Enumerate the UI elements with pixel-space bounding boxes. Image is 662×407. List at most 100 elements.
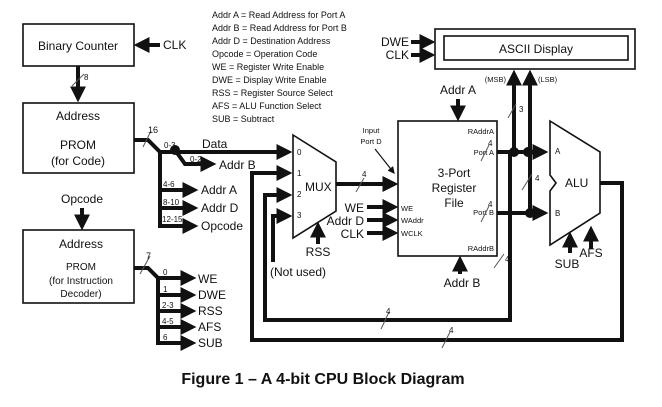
bus-width-slash bbox=[355, 177, 365, 193]
signal-dwe: DWE bbox=[198, 288, 226, 302]
field-name-opcode: Opcode bbox=[201, 219, 243, 233]
sub-label: SUB bbox=[555, 257, 580, 271]
decoder-opcode-label: Opcode bbox=[61, 192, 103, 206]
mux-label: MUX bbox=[305, 180, 332, 194]
port-b-label: Port B bbox=[473, 208, 494, 217]
display-clk-label: CLK bbox=[386, 48, 409, 62]
field-bits: 1 bbox=[163, 285, 168, 294]
field-bits: 0 bbox=[163, 268, 168, 277]
addr-b-input-label: Addr B bbox=[444, 276, 481, 290]
datapath-buses: 4 4 3 4 4 4 4 bbox=[250, 69, 624, 349]
legend-item: Addr B = Read Address for Port B bbox=[212, 23, 347, 33]
binary-counter-label: Binary Counter bbox=[38, 39, 118, 53]
display-msb-width: 3 bbox=[519, 105, 524, 114]
alu-shape bbox=[549, 119, 601, 247]
field-bits: 8-10 bbox=[163, 198, 180, 207]
field-bits: 0-2 bbox=[190, 155, 202, 164]
input-port-d-label: Input bbox=[363, 126, 381, 135]
clk-input-label: CLK bbox=[341, 227, 364, 241]
bus-width-slash bbox=[521, 173, 533, 191]
legend: Addr A = Read Address for Port A Addr B … bbox=[212, 10, 347, 124]
field-name-addr-d: Addr D bbox=[201, 201, 239, 215]
signal-sub: SUB bbox=[198, 336, 223, 350]
sub-signal bbox=[156, 335, 197, 351]
decoder-prom-address-label: Address bbox=[59, 237, 103, 251]
code-prom-subtitle: (for Code) bbox=[51, 154, 105, 168]
signal-afs: AFS bbox=[198, 320, 221, 334]
field-bits: 12-15 bbox=[162, 215, 183, 224]
binary-counter-block: Binary Counter CLK 8 bbox=[22, 23, 186, 103]
addr-b-branch bbox=[173, 148, 217, 172]
field-name-addr-b: Addr B bbox=[219, 158, 256, 172]
legend-item: WE = Register Write Enable bbox=[212, 62, 324, 72]
lsb-label: (LSB) bbox=[538, 75, 558, 84]
legend-item: Addr A = Read Address for Port A bbox=[212, 10, 345, 20]
port-raddra: RAddrA bbox=[468, 127, 494, 136]
signal-rss: RSS bbox=[198, 304, 223, 318]
field-bits: 2-3 bbox=[162, 301, 174, 310]
ascii-display-block: ASCII Display DWE CLK (MSB) (LSB) bbox=[381, 28, 636, 84]
port-wclk: WCLK bbox=[401, 229, 423, 238]
display-dwe-label: DWE bbox=[381, 35, 409, 49]
mux-input-0: 0 bbox=[297, 148, 302, 157]
legend-item: AFS = ALU Function Select bbox=[212, 101, 322, 111]
bus-width-slash bbox=[380, 311, 390, 330]
decoder-prom-box bbox=[22, 229, 135, 304]
mux-input-1: 1 bbox=[297, 169, 302, 178]
alu-label: ALU bbox=[565, 176, 588, 190]
field-name-data: Data bbox=[202, 137, 228, 151]
bus-width-slash bbox=[139, 255, 151, 275]
code-bus-trunk bbox=[134, 138, 162, 226]
bus-width-slash bbox=[142, 130, 152, 148]
register-file-block: 3-Port Register File RAddrA Port A Port … bbox=[327, 83, 498, 290]
port-we: WE bbox=[401, 204, 413, 213]
decoder-prom-subtitle-2: Decoder) bbox=[60, 289, 101, 300]
decoder-bus-trunk bbox=[134, 266, 160, 343]
port-b-width: 4 bbox=[488, 200, 493, 209]
afs-label: AFS bbox=[579, 246, 602, 260]
regfile-title: Register bbox=[432, 181, 477, 195]
binary-counter-box bbox=[22, 23, 135, 67]
figure-caption: Figure 1 – A 4-bit CPU Block Diagram bbox=[181, 371, 464, 388]
regfile-title: File bbox=[444, 196, 464, 210]
opcode-branch bbox=[158, 218, 199, 234]
port-a-width: 4 bbox=[488, 139, 493, 148]
mux-input-2: 2 bbox=[297, 190, 302, 199]
alu-feedback-width: 4 bbox=[449, 326, 454, 335]
alu-input-a: A bbox=[555, 147, 561, 156]
code-prom-address-label: Address bbox=[56, 109, 100, 123]
port-a-label: Port A bbox=[474, 148, 494, 157]
mux-input-3: 3 bbox=[297, 211, 302, 220]
port-a-feedback-width: 4 bbox=[505, 255, 510, 264]
legend-item: DWE = Display Write Enable bbox=[212, 75, 327, 85]
decoder-prom-title: PROM bbox=[66, 262, 96, 273]
signal-we: WE bbox=[198, 272, 217, 286]
regfile-title: 3-Port bbox=[438, 166, 471, 180]
bus-width-slash bbox=[71, 73, 85, 87]
mux-shape bbox=[292, 133, 337, 240]
legend-item: Opcode = Operation Code bbox=[212, 49, 317, 59]
code-prom-box bbox=[22, 102, 135, 174]
bus-width-slash bbox=[507, 103, 517, 119]
field-bits: 6 bbox=[163, 333, 168, 342]
decoder-prom-subtitle: (for Instruction bbox=[49, 276, 113, 287]
legend-item: RSS = Register Source Select bbox=[212, 88, 333, 98]
mux-input-3-wire bbox=[271, 208, 293, 262]
bus-width-slash bbox=[480, 205, 490, 223]
input-port-pointer bbox=[374, 148, 395, 174]
bus-width-slash bbox=[480, 144, 490, 162]
addr-d-input-label: Addr D bbox=[327, 214, 365, 228]
register-file-box bbox=[397, 120, 498, 257]
counter-clk-label: CLK bbox=[163, 38, 186, 52]
input-port-d-label: Port D bbox=[360, 137, 382, 146]
counter-bus-width: 8 bbox=[84, 73, 89, 82]
port-a-feedback-bus bbox=[263, 152, 512, 322]
display-inner-box bbox=[443, 35, 629, 61]
field-bits: 4-6 bbox=[163, 180, 175, 189]
legend-item: SUB = Subtract bbox=[212, 114, 275, 124]
mux-out-width: 4 bbox=[362, 170, 367, 179]
decoder-bus-width: 7 bbox=[146, 251, 151, 261]
bus-width-slash bbox=[493, 253, 505, 269]
display-label: ASCII Display bbox=[499, 42, 573, 56]
